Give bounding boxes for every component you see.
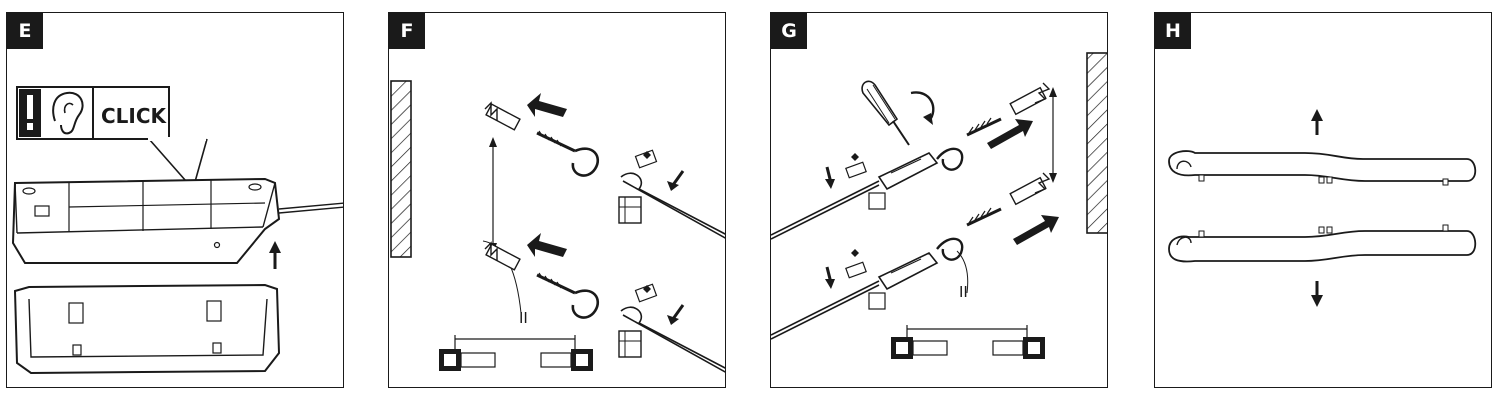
step-f-label: F xyxy=(389,13,425,49)
wall-section xyxy=(390,80,412,258)
right-arrow-icon xyxy=(987,119,1033,149)
left-arrow-icon xyxy=(527,233,567,257)
step-f-panel: F xyxy=(388,12,726,388)
step-g-illustration: II xyxy=(771,52,1107,359)
step-f-illustration: II xyxy=(390,80,725,373)
parallel-symbol: II xyxy=(519,309,528,327)
right-arrow-icon xyxy=(1013,215,1059,245)
turnbuckle-lower xyxy=(771,237,964,340)
clamp-spacing-detail xyxy=(439,335,593,371)
left-arrow-icon xyxy=(527,93,567,117)
up-arrow-icon xyxy=(1311,109,1323,135)
step-e-panel: E CLICK xyxy=(6,12,344,388)
eye-screw-upper xyxy=(536,130,600,177)
step-h-label: H xyxy=(1155,13,1191,49)
wall-plug-lower xyxy=(966,172,1051,227)
turnbuckle-upper xyxy=(771,147,964,240)
click-label: CLICK xyxy=(101,104,168,128)
cable-lower xyxy=(618,283,725,373)
wall-plug-upper xyxy=(484,101,521,131)
cable-upper xyxy=(618,149,725,239)
step-h-panel: H xyxy=(1154,12,1492,388)
power-strip-bottom-cover xyxy=(13,283,281,375)
step-e-illustration: CLICK xyxy=(11,86,343,375)
eye-screw-lower xyxy=(536,272,600,319)
cable-channel-lower xyxy=(1168,224,1477,263)
clamp-spacing-detail xyxy=(891,325,1045,359)
up-arrow-icon xyxy=(269,241,281,269)
ear-icon xyxy=(52,91,84,135)
click-callout: CLICK xyxy=(16,86,208,191)
step-g-panel: G xyxy=(770,12,1108,388)
wall-plug-lower xyxy=(484,241,521,271)
wall-plug-upper xyxy=(966,82,1051,137)
step-e-label: E xyxy=(7,13,43,49)
power-strip-upper xyxy=(11,177,343,264)
down-arrow-icon xyxy=(1311,281,1323,307)
parallel-symbol: II xyxy=(959,283,968,301)
cable-channel-upper xyxy=(1168,150,1477,186)
wall-section xyxy=(1086,52,1107,234)
step-h-illustration xyxy=(1168,109,1477,307)
step-g-label: G xyxy=(771,13,807,49)
rotate-arrow-icon xyxy=(910,91,935,125)
screwdriver-icon xyxy=(861,80,910,146)
